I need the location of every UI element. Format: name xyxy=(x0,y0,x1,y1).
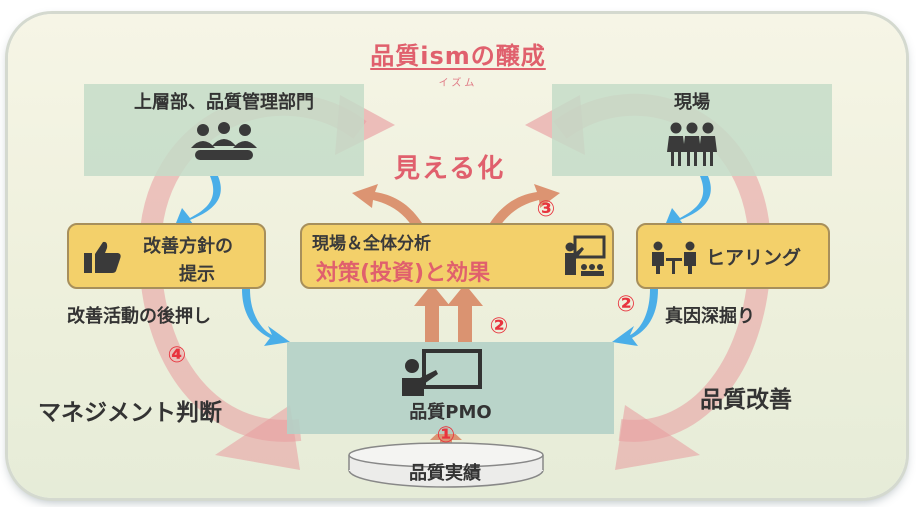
analysis-line2: 対策(投資)と効果 xyxy=(316,261,491,286)
quality-results-box: 品質実績 xyxy=(348,451,542,487)
marker-3: ③ xyxy=(536,197,556,222)
orange-arrow-mieru-right xyxy=(490,184,560,226)
workers-icon xyxy=(667,122,717,166)
blue-arrow-top-right xyxy=(664,176,711,228)
analysis-line1: 現場＆全体分析 xyxy=(312,234,431,254)
title-ruby: イズム xyxy=(438,78,478,89)
root-cause-caption: 真因深掘り xyxy=(665,306,755,327)
field-box: 現場 xyxy=(552,84,832,176)
marker-2-center: ② xyxy=(489,314,509,339)
quality-results-label: 品質実績 xyxy=(409,463,481,484)
improvement-policy-box: 改善方針の 提示 xyxy=(67,223,266,289)
blue-arrow-right xyxy=(612,289,658,346)
quality-pmo-label: 品質PMO xyxy=(409,402,492,423)
analysis-box: 現場＆全体分析 対策(投資)と効果 xyxy=(300,223,614,289)
thumbs-up-icon xyxy=(84,241,121,273)
presentation-icon xyxy=(565,235,606,276)
page-title: 品質ismの醸成 xyxy=(370,42,546,70)
marker-2-right: ② xyxy=(616,292,636,317)
quality-improvement-label: 品質改善 xyxy=(700,387,792,413)
management-box-label: 上層部、品質管理部門 xyxy=(134,92,314,113)
interview-icon xyxy=(652,241,696,274)
hearing-box: ヒアリング xyxy=(636,223,830,289)
database-icon xyxy=(348,442,544,488)
marker-4: ④ xyxy=(167,343,187,368)
improvement-policy-line1: 改善方針の xyxy=(143,236,233,257)
improvement-support-caption: 改善活動の後押し xyxy=(67,306,211,327)
blue-arrow-top-left xyxy=(174,176,221,228)
field-box-label: 現場 xyxy=(674,92,710,113)
blue-arrow-left xyxy=(242,289,290,346)
orange-arrow-up-left xyxy=(414,284,450,342)
marker-1: ① xyxy=(436,423,456,448)
orange-arrow-mieru-left xyxy=(352,184,422,226)
presenter-icon xyxy=(402,349,482,396)
improvement-policy-line2: 提示 xyxy=(179,264,215,285)
management-decision-label: マネジメント判断 xyxy=(38,400,222,426)
meeting-people-icon xyxy=(191,122,257,160)
quality-pmo-box: 品質PMO xyxy=(287,342,614,434)
management-box: 上層部、品質管理部門 xyxy=(84,84,364,176)
hearing-label: ヒアリング xyxy=(706,247,802,269)
visualization-label: 見える化 xyxy=(394,154,506,184)
orange-arrow-up-right xyxy=(447,284,483,342)
